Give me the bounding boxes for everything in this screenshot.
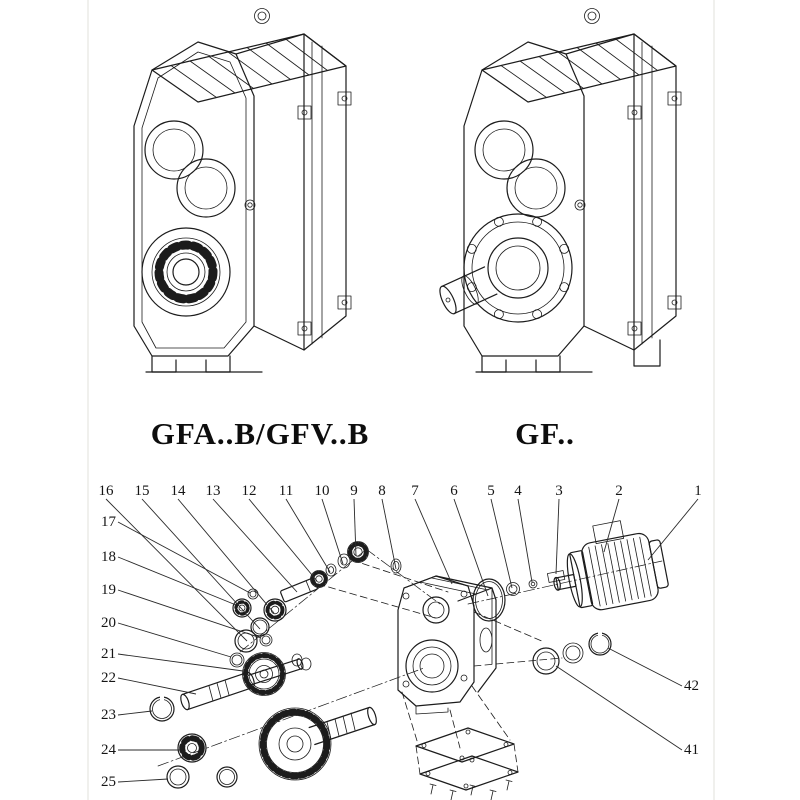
exploded-view-drawing	[149, 520, 669, 800]
callout-3: 3	[555, 483, 563, 499]
callout-21: 21	[101, 646, 116, 662]
leader-lines	[105, 498, 699, 783]
callout-11: 11	[278, 483, 294, 499]
callout-4: 4	[514, 483, 522, 499]
callout-13: 13	[205, 483, 221, 499]
motor-drawing	[553, 520, 669, 611]
model-label-gfab-gfvb: GFA..B/GFV..B	[150, 416, 370, 451]
callout-14: 14	[170, 483, 186, 499]
seal-ring-parts	[532, 630, 612, 675]
callout-16: 16	[98, 483, 114, 499]
callout-6: 6	[450, 483, 458, 499]
callout-12: 12	[241, 483, 257, 499]
callout-2: 2	[615, 483, 623, 499]
callout-20: 20	[101, 615, 116, 631]
output-shaft-parts	[149, 658, 377, 789]
callout-15: 15	[134, 483, 150, 499]
motor-input-parts	[472, 520, 669, 622]
callout-8: 8	[378, 483, 386, 499]
callout-18: 18	[101, 549, 116, 565]
callout-17: 17	[101, 514, 116, 530]
callout-7: 7	[411, 483, 419, 499]
callout-22: 22	[101, 670, 116, 686]
callout-23: 23	[101, 707, 116, 723]
bottom-cover-parts	[415, 727, 519, 800]
callout-25: 25	[101, 774, 116, 790]
callout-19: 19	[101, 582, 116, 598]
callout-5: 5	[487, 483, 495, 499]
callout-41: 41	[684, 742, 699, 758]
model-label-gf: GF..	[515, 416, 575, 451]
input-shaft-parts	[232, 541, 402, 653]
construction-lines	[157, 547, 663, 775]
callout-10: 10	[314, 483, 330, 499]
callout-24: 24	[101, 742, 116, 758]
gearbox-right-drawing	[439, 8, 682, 373]
housing-drawing	[397, 575, 497, 715]
callout-42: 42	[684, 678, 699, 694]
gearbox-left-drawing	[133, 8, 352, 373]
callout-1: 1	[694, 483, 702, 499]
callout-9: 9	[350, 483, 358, 499]
page-edge-lines	[87, 0, 715, 800]
intermediate-gear-parts	[229, 633, 312, 696]
